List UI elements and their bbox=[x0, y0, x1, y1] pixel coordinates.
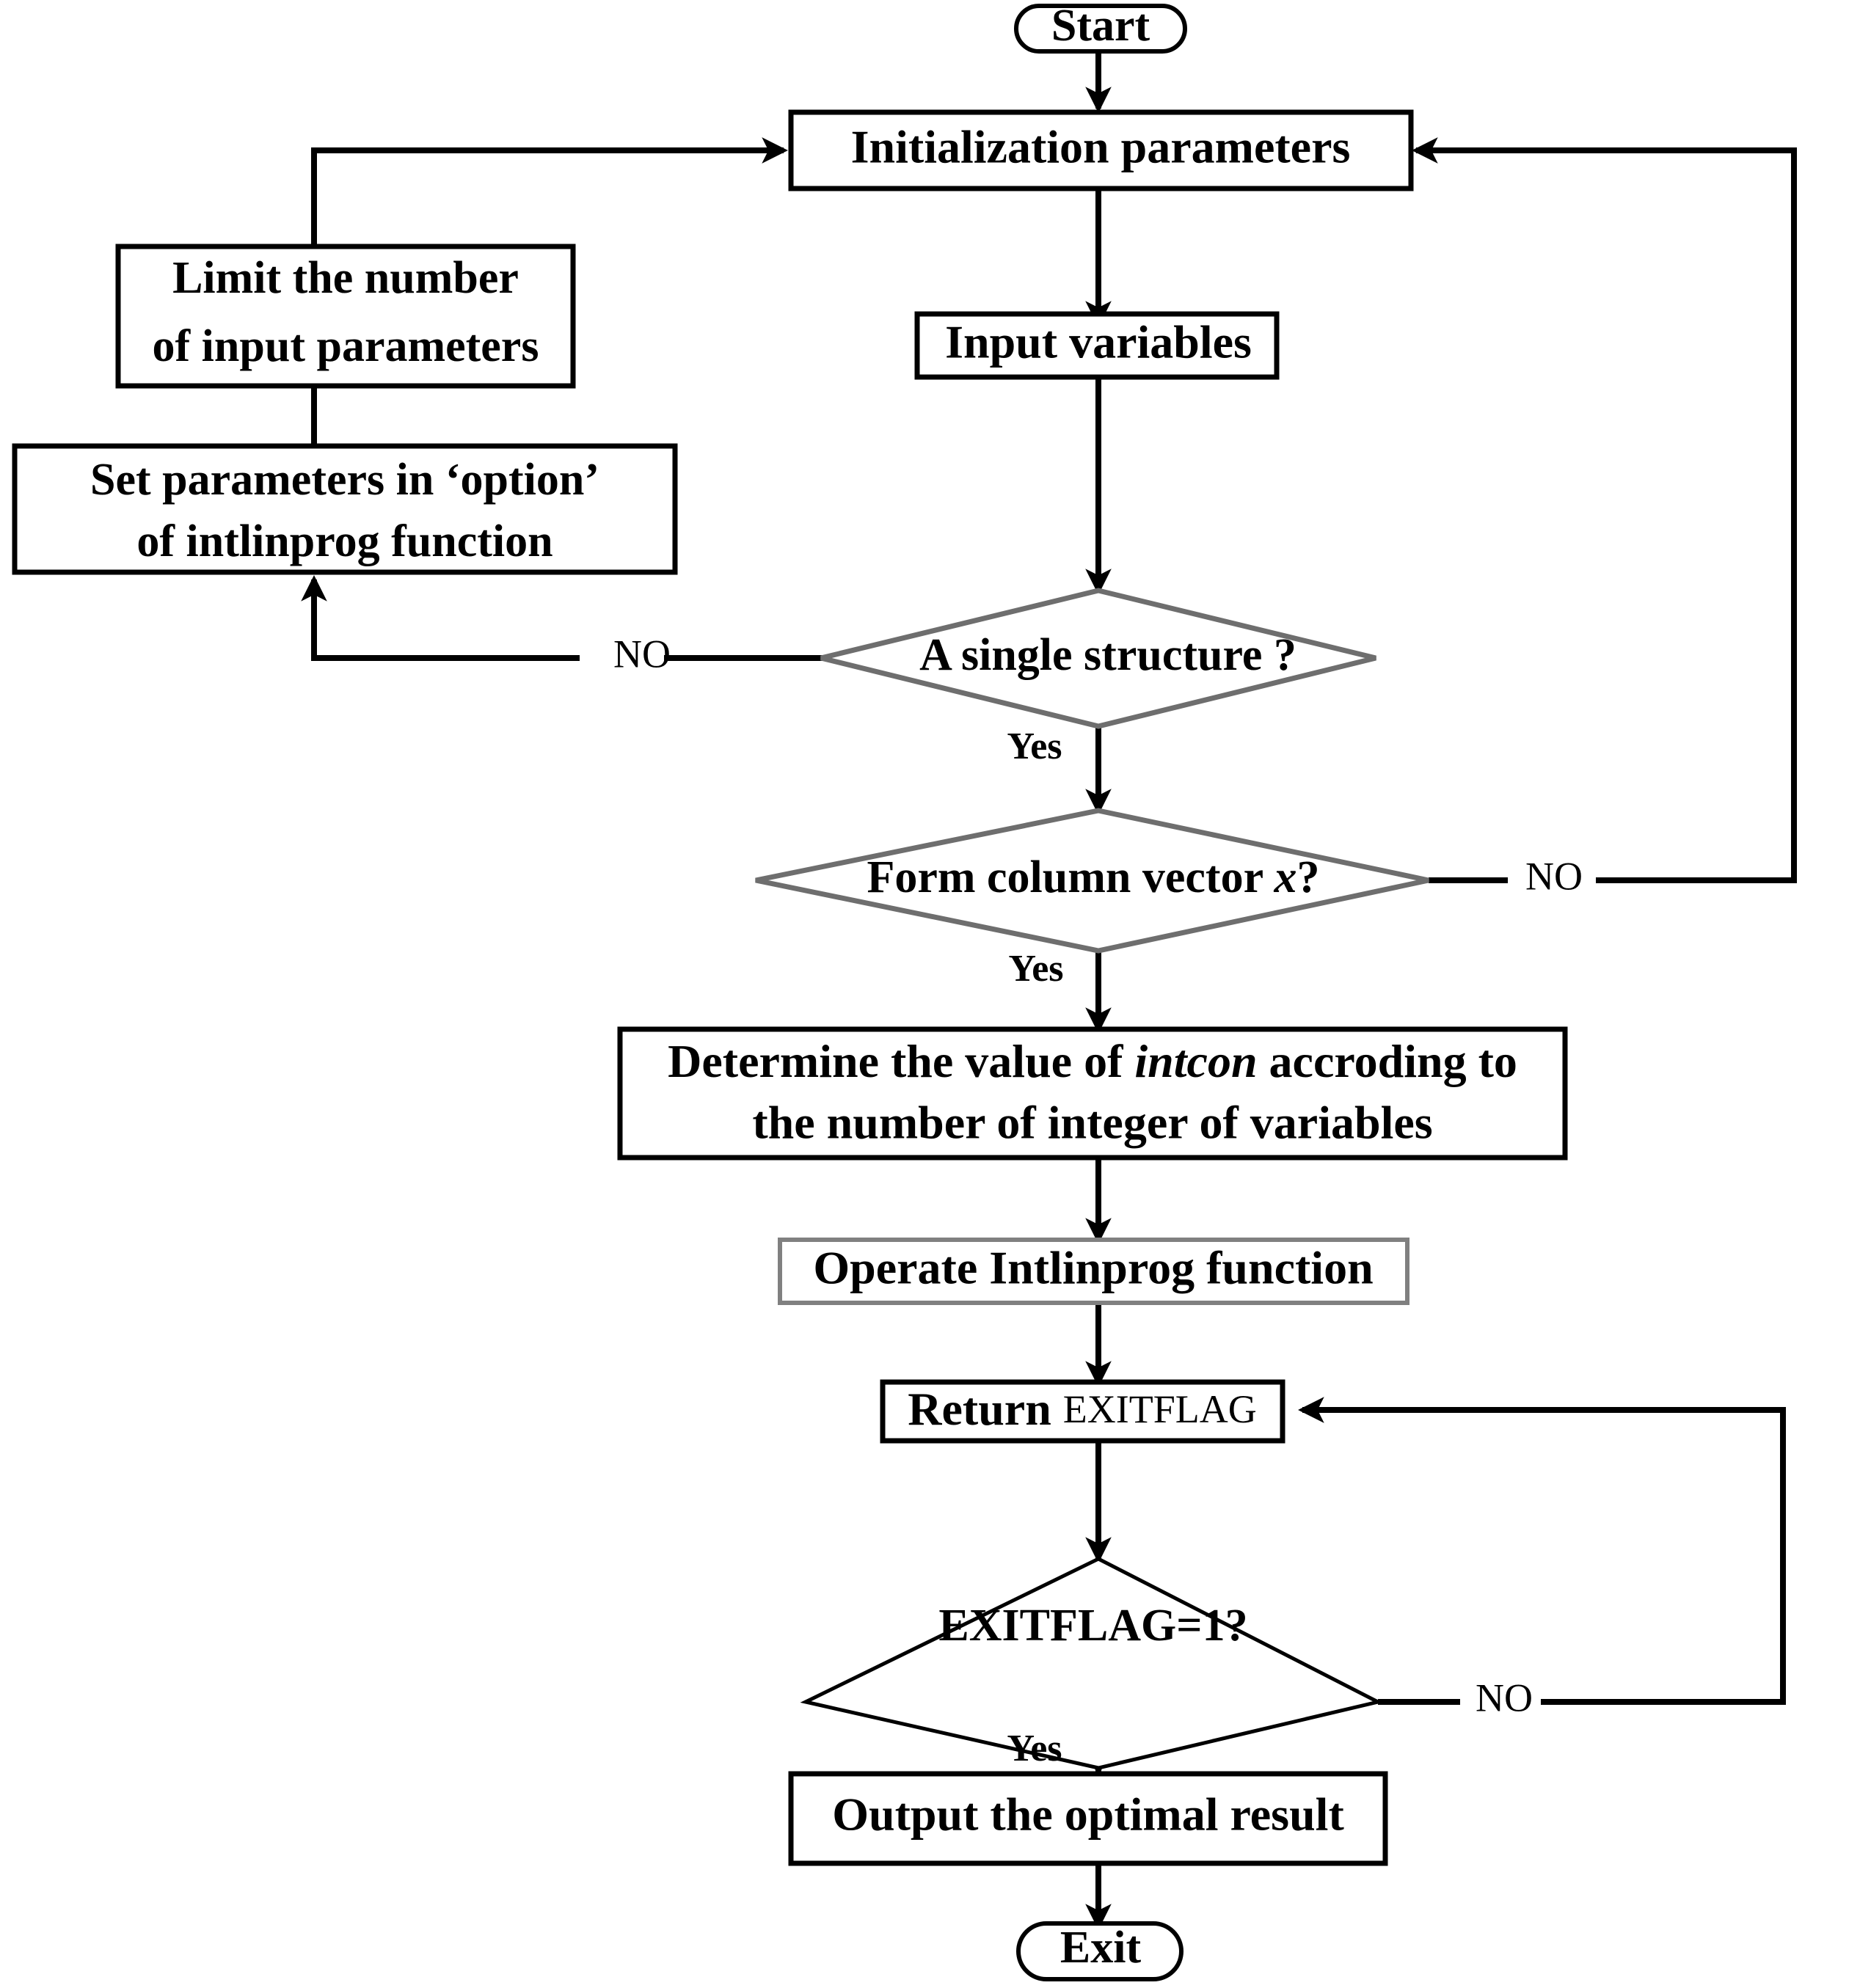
start-shape bbox=[1014, 4, 1187, 54]
edge-limit-to-init bbox=[311, 137, 788, 249]
exit-shape bbox=[1016, 1921, 1184, 1981]
node-decision-form-column-vector[interactable]: Form column vector x? bbox=[755, 808, 1429, 954]
output-result-shape bbox=[788, 1771, 1388, 1866]
init-label: Initialization parameters bbox=[851, 121, 1351, 173]
colvec-variable: x bbox=[1273, 852, 1296, 902]
input-vars-label: Input variables bbox=[945, 316, 1252, 368]
exit-label: Exit bbox=[1060, 1923, 1142, 1973]
node-operate-intlinprog[interactable]: Operate Intlinprog function bbox=[778, 1238, 1409, 1305]
init-shape bbox=[788, 109, 1414, 191]
exitflag-decision-shape bbox=[800, 1557, 1384, 1770]
exitflag-decision-label: EXITFLAG=1? bbox=[938, 1601, 1247, 1651]
intcon-line1-a: Determine the value of bbox=[668, 1035, 1134, 1087]
edge-label-yes-exitflag: Yes bbox=[1007, 1728, 1062, 1769]
colvec-suffix: ? bbox=[1296, 852, 1319, 902]
form-column-vector-label: Form column vector x? bbox=[867, 852, 1320, 902]
operate-shape bbox=[778, 1238, 1409, 1305]
node-initialization-parameters[interactable]: Initialization parameters bbox=[788, 109, 1414, 191]
limit-params-line1: Limit the number bbox=[172, 253, 519, 303]
edge-colvec-no-seg2 bbox=[1412, 137, 1797, 883]
edge-label-yes-colvec: Yes bbox=[1008, 948, 1063, 990]
return-variable: EXITFLAG bbox=[1063, 1387, 1257, 1431]
intcon-variable: intcon bbox=[1134, 1035, 1257, 1087]
limit-params-line2: of input parameters bbox=[153, 321, 539, 371]
start-label: Start bbox=[1051, 1, 1150, 51]
node-input-variables[interactable]: Input variables bbox=[914, 311, 1280, 380]
return-flag-label: Return EXITFLAG bbox=[908, 1383, 1257, 1435]
set-option-shape bbox=[12, 443, 678, 575]
colvec-prefix: Form column vector bbox=[867, 852, 1274, 902]
single-structure-shape bbox=[820, 588, 1376, 729]
node-decision-single-structure[interactable]: A single structure ? bbox=[820, 588, 1376, 729]
return-prefix: Return bbox=[908, 1383, 1063, 1435]
node-start[interactable]: Start bbox=[1014, 1, 1187, 54]
set-option-line2: of intlinprog function bbox=[136, 516, 552, 566]
single-structure-label: A single structure ? bbox=[919, 630, 1296, 680]
limit-params-shape bbox=[115, 244, 576, 389]
edge-label-no-colvec: NO bbox=[1525, 854, 1583, 898]
determine-intcon-line1: Determine the value of intcon accroding … bbox=[668, 1035, 1517, 1087]
determine-intcon-line2: the number of integer of variables bbox=[752, 1097, 1432, 1149]
edge-single-no-seg2 bbox=[301, 575, 580, 661]
determine-intcon-shape bbox=[617, 1026, 1568, 1161]
return-flag-shape bbox=[880, 1379, 1285, 1444]
node-exit[interactable]: Exit bbox=[1016, 1921, 1184, 1981]
intcon-line1-b: accroding to bbox=[1258, 1035, 1517, 1087]
set-option-line1: Set parameters in ‘option’ bbox=[90, 455, 599, 505]
input-vars-shape bbox=[914, 311, 1280, 380]
edge-label-yes-single: Yes bbox=[1007, 726, 1062, 767]
node-limit-input-parameters[interactable]: Limit the number of input parameters bbox=[115, 244, 576, 389]
output-result-label: Output the optimal result bbox=[832, 1788, 1344, 1841]
edge-label-no-exitflag: NO bbox=[1476, 1675, 1533, 1720]
operate-label: Operate Intlinprog function bbox=[813, 1242, 1373, 1294]
node-set-option-parameters[interactable]: Set parameters in ‘option’ of intlinprog… bbox=[12, 443, 678, 575]
node-determine-intcon[interactable]: Determine the value of intcon accroding … bbox=[617, 1026, 1568, 1161]
node-output-optimal-result[interactable]: Output the optimal result bbox=[788, 1771, 1388, 1866]
form-column-vector-shape bbox=[755, 808, 1429, 954]
edge-label-no-single: NO bbox=[613, 632, 671, 676]
edge-exit-no-seg2 bbox=[1298, 1397, 1786, 1705]
node-decision-exitflag-equals-one[interactable]: EXITFLAG=1? bbox=[800, 1557, 1384, 1770]
node-return-exitflag[interactable]: Return EXITFLAG bbox=[880, 1379, 1285, 1444]
